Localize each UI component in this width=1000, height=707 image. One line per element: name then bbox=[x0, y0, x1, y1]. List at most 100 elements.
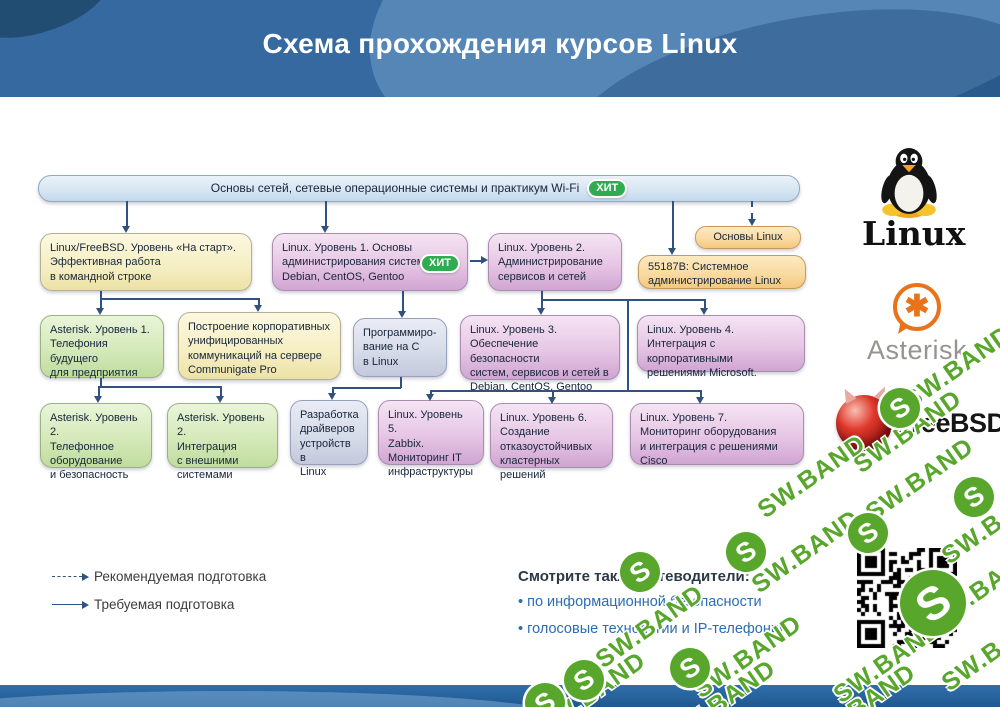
course-node-drivers: Разработка драйверов устройств в Linux bbox=[290, 400, 368, 478]
connector-line bbox=[332, 387, 334, 393]
page-title: Схема прохождения курсов Linux bbox=[262, 28, 738, 59]
footer-swoosh bbox=[0, 691, 580, 707]
connector-line bbox=[541, 299, 543, 308]
arrowhead bbox=[82, 600, 89, 609]
connector-line bbox=[700, 390, 702, 397]
connector-line bbox=[672, 201, 674, 248]
guide-link-label: голосовые технологии и IP-телефония bbox=[527, 621, 787, 637]
arrowhead bbox=[748, 219, 756, 226]
legend-required-label: Требуемая подготовка bbox=[94, 597, 235, 612]
course-node-label: Linux. Уровень 4. Интеграция с корпорати… bbox=[647, 324, 757, 379]
footer-band bbox=[0, 685, 1000, 707]
connector-line bbox=[430, 390, 700, 392]
tux-penguin-icon bbox=[881, 148, 937, 218]
course-node-label: Asterisk. Уровень 1. Телефония будущего … bbox=[50, 324, 150, 379]
course-node-label: 55187B: Системное администрирование Linu… bbox=[648, 261, 782, 288]
course-node-label: Программиро- вание на C в Linux bbox=[363, 327, 437, 368]
connector-line bbox=[100, 378, 102, 387]
course-node-label: Разработка драйверов устройств в Linux bbox=[300, 409, 359, 479]
course-node-linux-5: Linux. Уровень 5. Zabbix. Мониторинг IT … bbox=[378, 400, 484, 478]
arrowhead bbox=[668, 248, 676, 255]
arrowhead bbox=[537, 308, 545, 315]
arrowhead bbox=[328, 393, 336, 400]
arrowhead bbox=[398, 311, 406, 318]
course-node-label: Linux. Уровень 2. Администрирование серв… bbox=[498, 242, 603, 283]
connector-line bbox=[126, 201, 128, 226]
asterisk-logo: ✱ Asterisk bbox=[862, 283, 972, 366]
course-node-linux-2: Linux. Уровень 2. Администрирование серв… bbox=[488, 233, 622, 291]
connector-line bbox=[541, 291, 543, 299]
connector-line bbox=[258, 298, 260, 305]
course-node-label: Linux. Уровень 1. Основы администрирован… bbox=[282, 242, 425, 283]
connector-line bbox=[552, 390, 554, 397]
asterisk-bubble-icon: ✱ bbox=[893, 283, 941, 336]
connector-line bbox=[470, 260, 481, 262]
course-node-linux-7: Linux. Уровень 7. Мониторинг оборудовани… bbox=[630, 403, 804, 467]
course-node-c-programming: Программиро- вание на C в Linux bbox=[353, 318, 447, 377]
hit-badge: ХИТ bbox=[587, 179, 628, 198]
course-node-root: Основы сетей, сетевые операционные систе… bbox=[38, 175, 800, 202]
connector-line-dashed bbox=[751, 201, 753, 219]
course-node-label: Основы сетей, сетевые операционные систе… bbox=[210, 180, 580, 195]
course-node-label: Linux. Уровень 3. Обеспечение безопаснос… bbox=[470, 324, 609, 394]
arrowhead bbox=[700, 308, 708, 315]
course-node-asterisk-2-hardware: Asterisk. Уровень 2. Телефонное оборудов… bbox=[40, 403, 152, 481]
guide-link-voip[interactable]: • голосовые технологии и IP-телефония bbox=[518, 621, 787, 637]
bullet: • bbox=[518, 621, 524, 637]
legend-dashed-arrow bbox=[52, 576, 82, 577]
asterisk-wordmark: Asterisk bbox=[866, 335, 968, 365]
course-node-asterisk-2-integration: Asterisk. Уровень 2. Интеграция с внешни… bbox=[167, 403, 278, 481]
course-node-linux-6: Linux. Уровень 6. Создание отказоустойчи… bbox=[490, 403, 613, 481]
arrowhead bbox=[216, 396, 224, 403]
course-node-communigate: Построение корпоративных унифицированных… bbox=[178, 312, 341, 380]
course-node-label: Asterisk. Уровень 2. Интеграция с внешни… bbox=[177, 412, 265, 482]
connector-line bbox=[402, 291, 404, 311]
course-node-55187b: 55187B: Системное администрирование Linu… bbox=[638, 255, 806, 289]
connector-line bbox=[400, 377, 402, 388]
legend-recommended-label: Рекомендуемая подготовка bbox=[94, 569, 267, 584]
arrowhead bbox=[254, 305, 262, 312]
arrowhead bbox=[696, 397, 704, 404]
course-node-linux-4: Linux. Уровень 4. Интеграция с корпорати… bbox=[637, 315, 805, 379]
linux-wordmark: Linux bbox=[862, 214, 966, 253]
arrowhead bbox=[96, 308, 104, 315]
connector-line bbox=[627, 299, 629, 391]
course-node-label: Asterisk. Уровень 2. Телефонное оборудов… bbox=[50, 412, 138, 482]
arrowhead bbox=[321, 226, 329, 233]
connector-line bbox=[541, 299, 705, 301]
connector-line bbox=[98, 386, 100, 396]
course-node-start: Linux/FreeBSD. Уровень «На старт». Эффек… bbox=[40, 233, 252, 291]
arrowhead bbox=[122, 226, 130, 233]
connector-line bbox=[100, 298, 259, 300]
course-node-label: Linux/FreeBSD. Уровень «На старт». Эффек… bbox=[50, 242, 236, 283]
asterisk-bubble-tail bbox=[898, 324, 910, 336]
legend-solid-arrow bbox=[52, 604, 82, 605]
course-node-label: Linux. Уровень 5. Zabbix. Мониторинг IT … bbox=[388, 409, 474, 479]
arrowhead bbox=[426, 394, 434, 401]
arrowhead bbox=[82, 572, 89, 581]
course-node-label: Linux. Уровень 7. Мониторинг оборудовани… bbox=[640, 412, 778, 467]
guide-link-label: по информационной безопасности bbox=[527, 594, 762, 610]
connector-line bbox=[325, 201, 327, 226]
arrowhead bbox=[94, 396, 102, 403]
bullet: • bbox=[518, 594, 524, 610]
course-node-linux-1: Linux. Уровень 1. Основы администрирован… bbox=[272, 233, 468, 291]
course-node-label: Linux. Уровень 6. Создание отказоустойчи… bbox=[500, 412, 593, 482]
course-node-linux-basics: Основы Linux bbox=[695, 226, 801, 249]
course-node-linux-3: Linux. Уровень 3. Обеспечение безопаснос… bbox=[460, 315, 620, 393]
connector-line bbox=[704, 299, 706, 308]
course-node-label: Основы Linux bbox=[713, 231, 783, 244]
watermark-s-icon: S bbox=[612, 544, 668, 600]
hit-badge: ХИТ bbox=[420, 254, 460, 273]
connector-line bbox=[100, 291, 102, 309]
asterisk-star-icon: ✱ bbox=[904, 290, 930, 323]
connector-line bbox=[430, 390, 432, 394]
course-node-label: Построение корпоративных унифицированных… bbox=[188, 321, 331, 376]
course-node-asterisk-1: Asterisk. Уровень 1. Телефония будущего … bbox=[40, 315, 164, 379]
arrowhead bbox=[481, 256, 488, 264]
header-band bbox=[0, 0, 1000, 97]
guide-link-security[interactable]: • по информационной безопасности bbox=[518, 594, 762, 610]
connector-line bbox=[98, 386, 221, 388]
arrowhead bbox=[548, 397, 556, 404]
